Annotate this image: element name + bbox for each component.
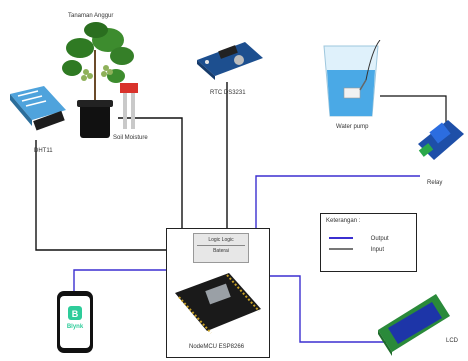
supply-label: Baterai (213, 248, 229, 254)
plant-label: Tanaman Anggur (68, 13, 114, 19)
water-pump-icon (323, 39, 381, 117)
plant-icon (62, 22, 134, 138)
svg-text:B: B (72, 309, 79, 319)
lcd-module (374, 290, 452, 356)
logic-level-converter: Logic Logic Baterai (193, 233, 249, 263)
pump-label: Water pump (336, 124, 369, 130)
nodemcu-panel: Logic Logic Baterai NodeMCU ESP8266 (166, 228, 270, 358)
legend-title: Keterangan : (326, 218, 361, 224)
wire-relay (255, 175, 420, 228)
wire-pump (380, 95, 447, 124)
soil-label: Soil Moisture (113, 135, 148, 141)
logic-label: Logic Logic (208, 237, 234, 243)
soil-moisture-sensor-icon (120, 83, 138, 129)
wire-blynk (73, 269, 166, 292)
mcu-label: NodeMCU ESP8266 (189, 344, 245, 350)
legend-output-swatch (329, 237, 353, 240)
plant (56, 20, 140, 140)
nodemcu-board-icon (175, 273, 261, 334)
dht11-sensor (8, 86, 68, 132)
phone: B Blynk (56, 290, 94, 354)
legend-output-label: Output (370, 236, 389, 242)
legend-input-label: Input (370, 247, 385, 253)
nodemcu-board (171, 271, 265, 337)
water-pump (320, 39, 382, 120)
lcd-label: LCD (446, 338, 459, 344)
dht11-label: DHT11 (34, 148, 53, 154)
wire-dht11 (35, 140, 166, 251)
relay-module-icon (418, 120, 464, 160)
lcd-module-icon (378, 294, 450, 356)
relay-module (416, 114, 466, 164)
legend: Keterangan : Output Input (320, 213, 417, 272)
blynk-logo-icon: B (68, 306, 82, 320)
dht11-sensor-icon (10, 86, 66, 131)
blynk-label: Blynk (66, 324, 84, 330)
soil-moisture-sensor (118, 83, 140, 131)
rtc-label: RTC DS3231 (210, 90, 246, 96)
phone-icon: B (57, 291, 93, 353)
legend-input-swatch (329, 248, 353, 251)
rtc-module (193, 38, 265, 80)
legend-output: Output (329, 236, 389, 242)
wire-lcd (268, 275, 388, 343)
legend-input: Input (329, 247, 384, 253)
wire-soil (118, 117, 183, 228)
relay-label: Relay (427, 180, 443, 186)
rtc-module-icon (197, 42, 263, 80)
